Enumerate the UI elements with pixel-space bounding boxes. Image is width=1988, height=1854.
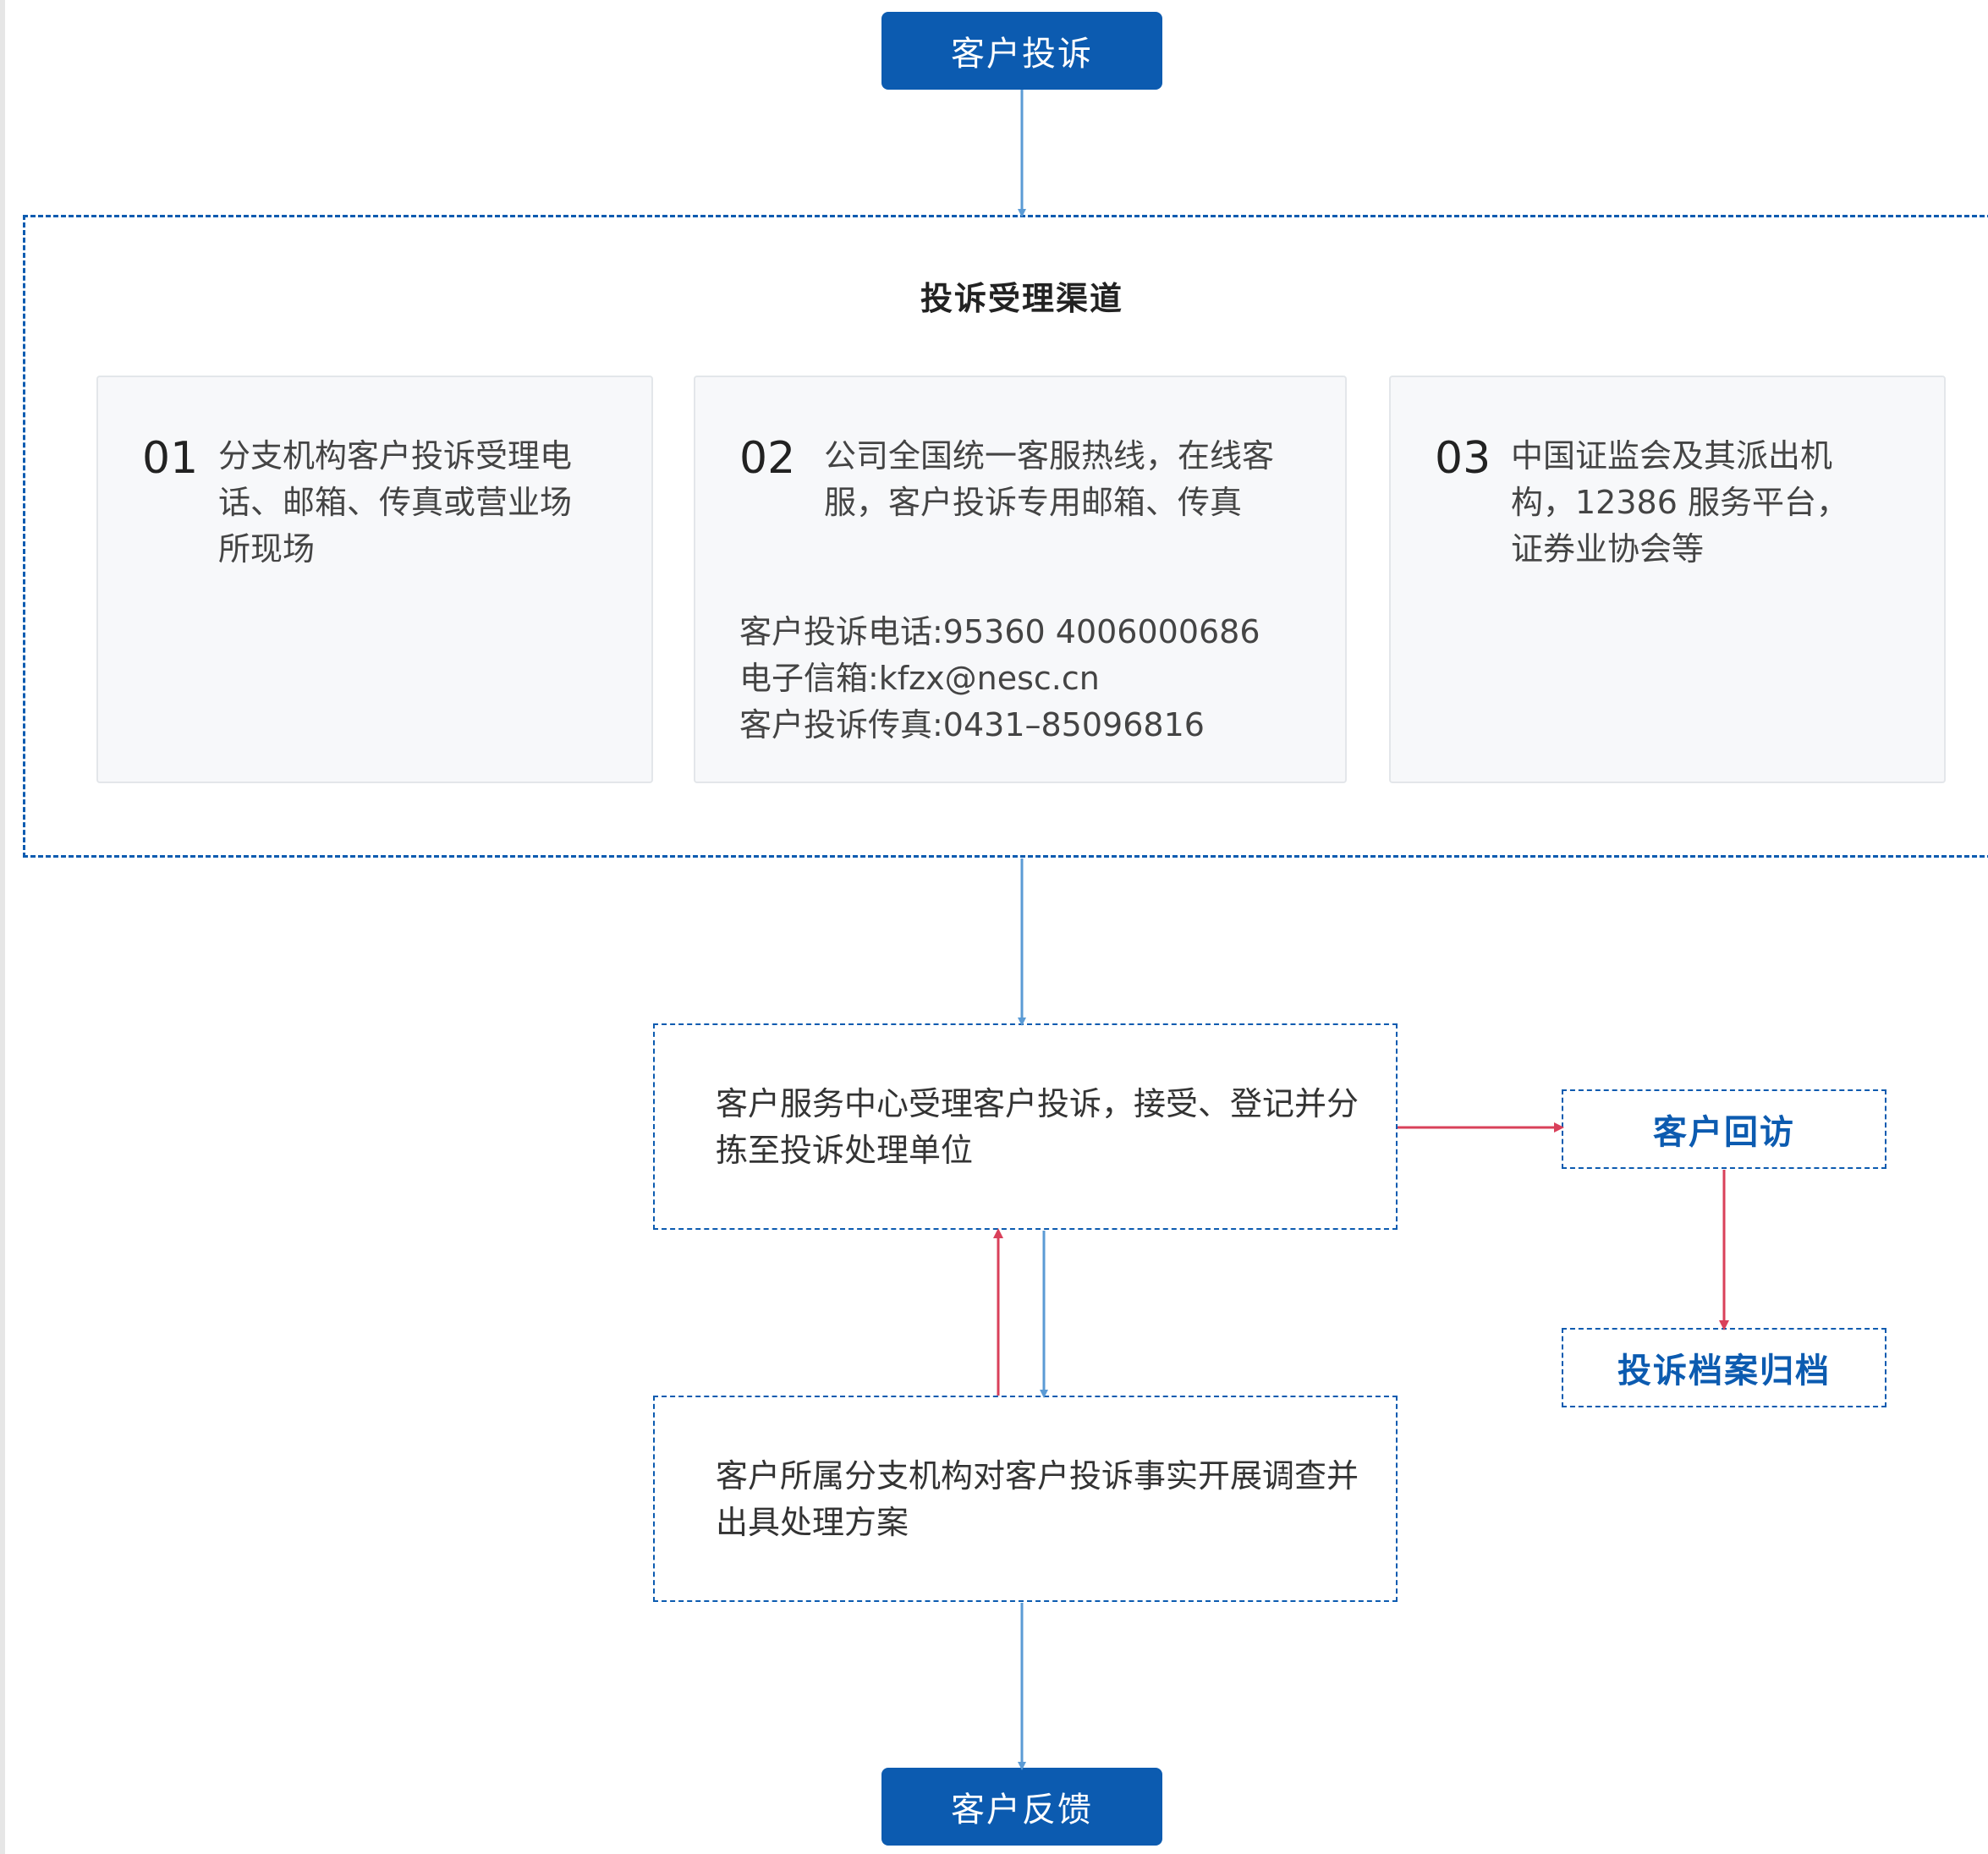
- start-node-label: 客户投诉: [951, 35, 1093, 74]
- service-center-box: 客户服务中心受理客户投诉，接受、登记并分拣至投诉处理单位: [653, 1023, 1398, 1230]
- channel-card-2-text: 公司全国统一客服热线，在线客服，客户投诉专用邮箱、传真: [824, 437, 1275, 521]
- complaint-archive-label: 投诉档案归档: [1617, 1352, 1831, 1390]
- channel-card-2-number: 02: [739, 433, 796, 484]
- channel-card-1: 01 分支机构客户投诉受理电话、邮箱、传真或营业场所现场: [96, 376, 653, 783]
- channel-card-2: 02 公司全国统一客服热线，在线客服，客户投诉专用邮箱、传真 客户投诉电话:95…: [694, 376, 1347, 783]
- channel-card-1-number: 01: [142, 433, 199, 484]
- left-edge-rule: [0, 0, 5, 1854]
- end-node-label: 客户反馈: [951, 1791, 1093, 1829]
- end-node-customer-feedback: 客户反馈: [881, 1768, 1162, 1846]
- channel-card-3-text: 中国证监会及其派出机构，12386 服务平台，证券业协会等: [1511, 437, 1848, 568]
- branch-investigation-box: 客户所属分支机构对客户投诉事实开展调查并出具处理方案: [653, 1396, 1398, 1602]
- contact-fax: 客户投诉传真:0431–85096816: [739, 706, 1205, 743]
- channel-card-3: 03 中国证监会及其派出机构，12386 服务平台，证券业协会等: [1389, 376, 1946, 783]
- channels-container: [23, 215, 1988, 858]
- channels-title: 投诉受理渠道: [920, 280, 1123, 317]
- start-node-customer-complaint: 客户投诉: [881, 12, 1162, 90]
- service-center-text: 客户服务中心受理客户投诉，接受、登记并分拣至投诉处理单位: [716, 1085, 1359, 1169]
- contact-phone: 客户投诉电话:95360 4006000686: [739, 613, 1260, 650]
- customer-revisit-label: 客户回访: [1653, 1113, 1795, 1152]
- customer-revisit-box: 客户回访: [1562, 1089, 1886, 1169]
- contact-email: 电子信箱:kfzx@nesc.cn: [739, 660, 1100, 697]
- channel-card-1-text: 分支机构客户投诉受理电话、邮箱、传真或营业场所现场: [218, 437, 573, 568]
- channel-card-3-number: 03: [1435, 433, 1491, 484]
- branch-investigation-text: 客户所属分支机构对客户投诉事实开展调查并出具处理方案: [716, 1457, 1359, 1541]
